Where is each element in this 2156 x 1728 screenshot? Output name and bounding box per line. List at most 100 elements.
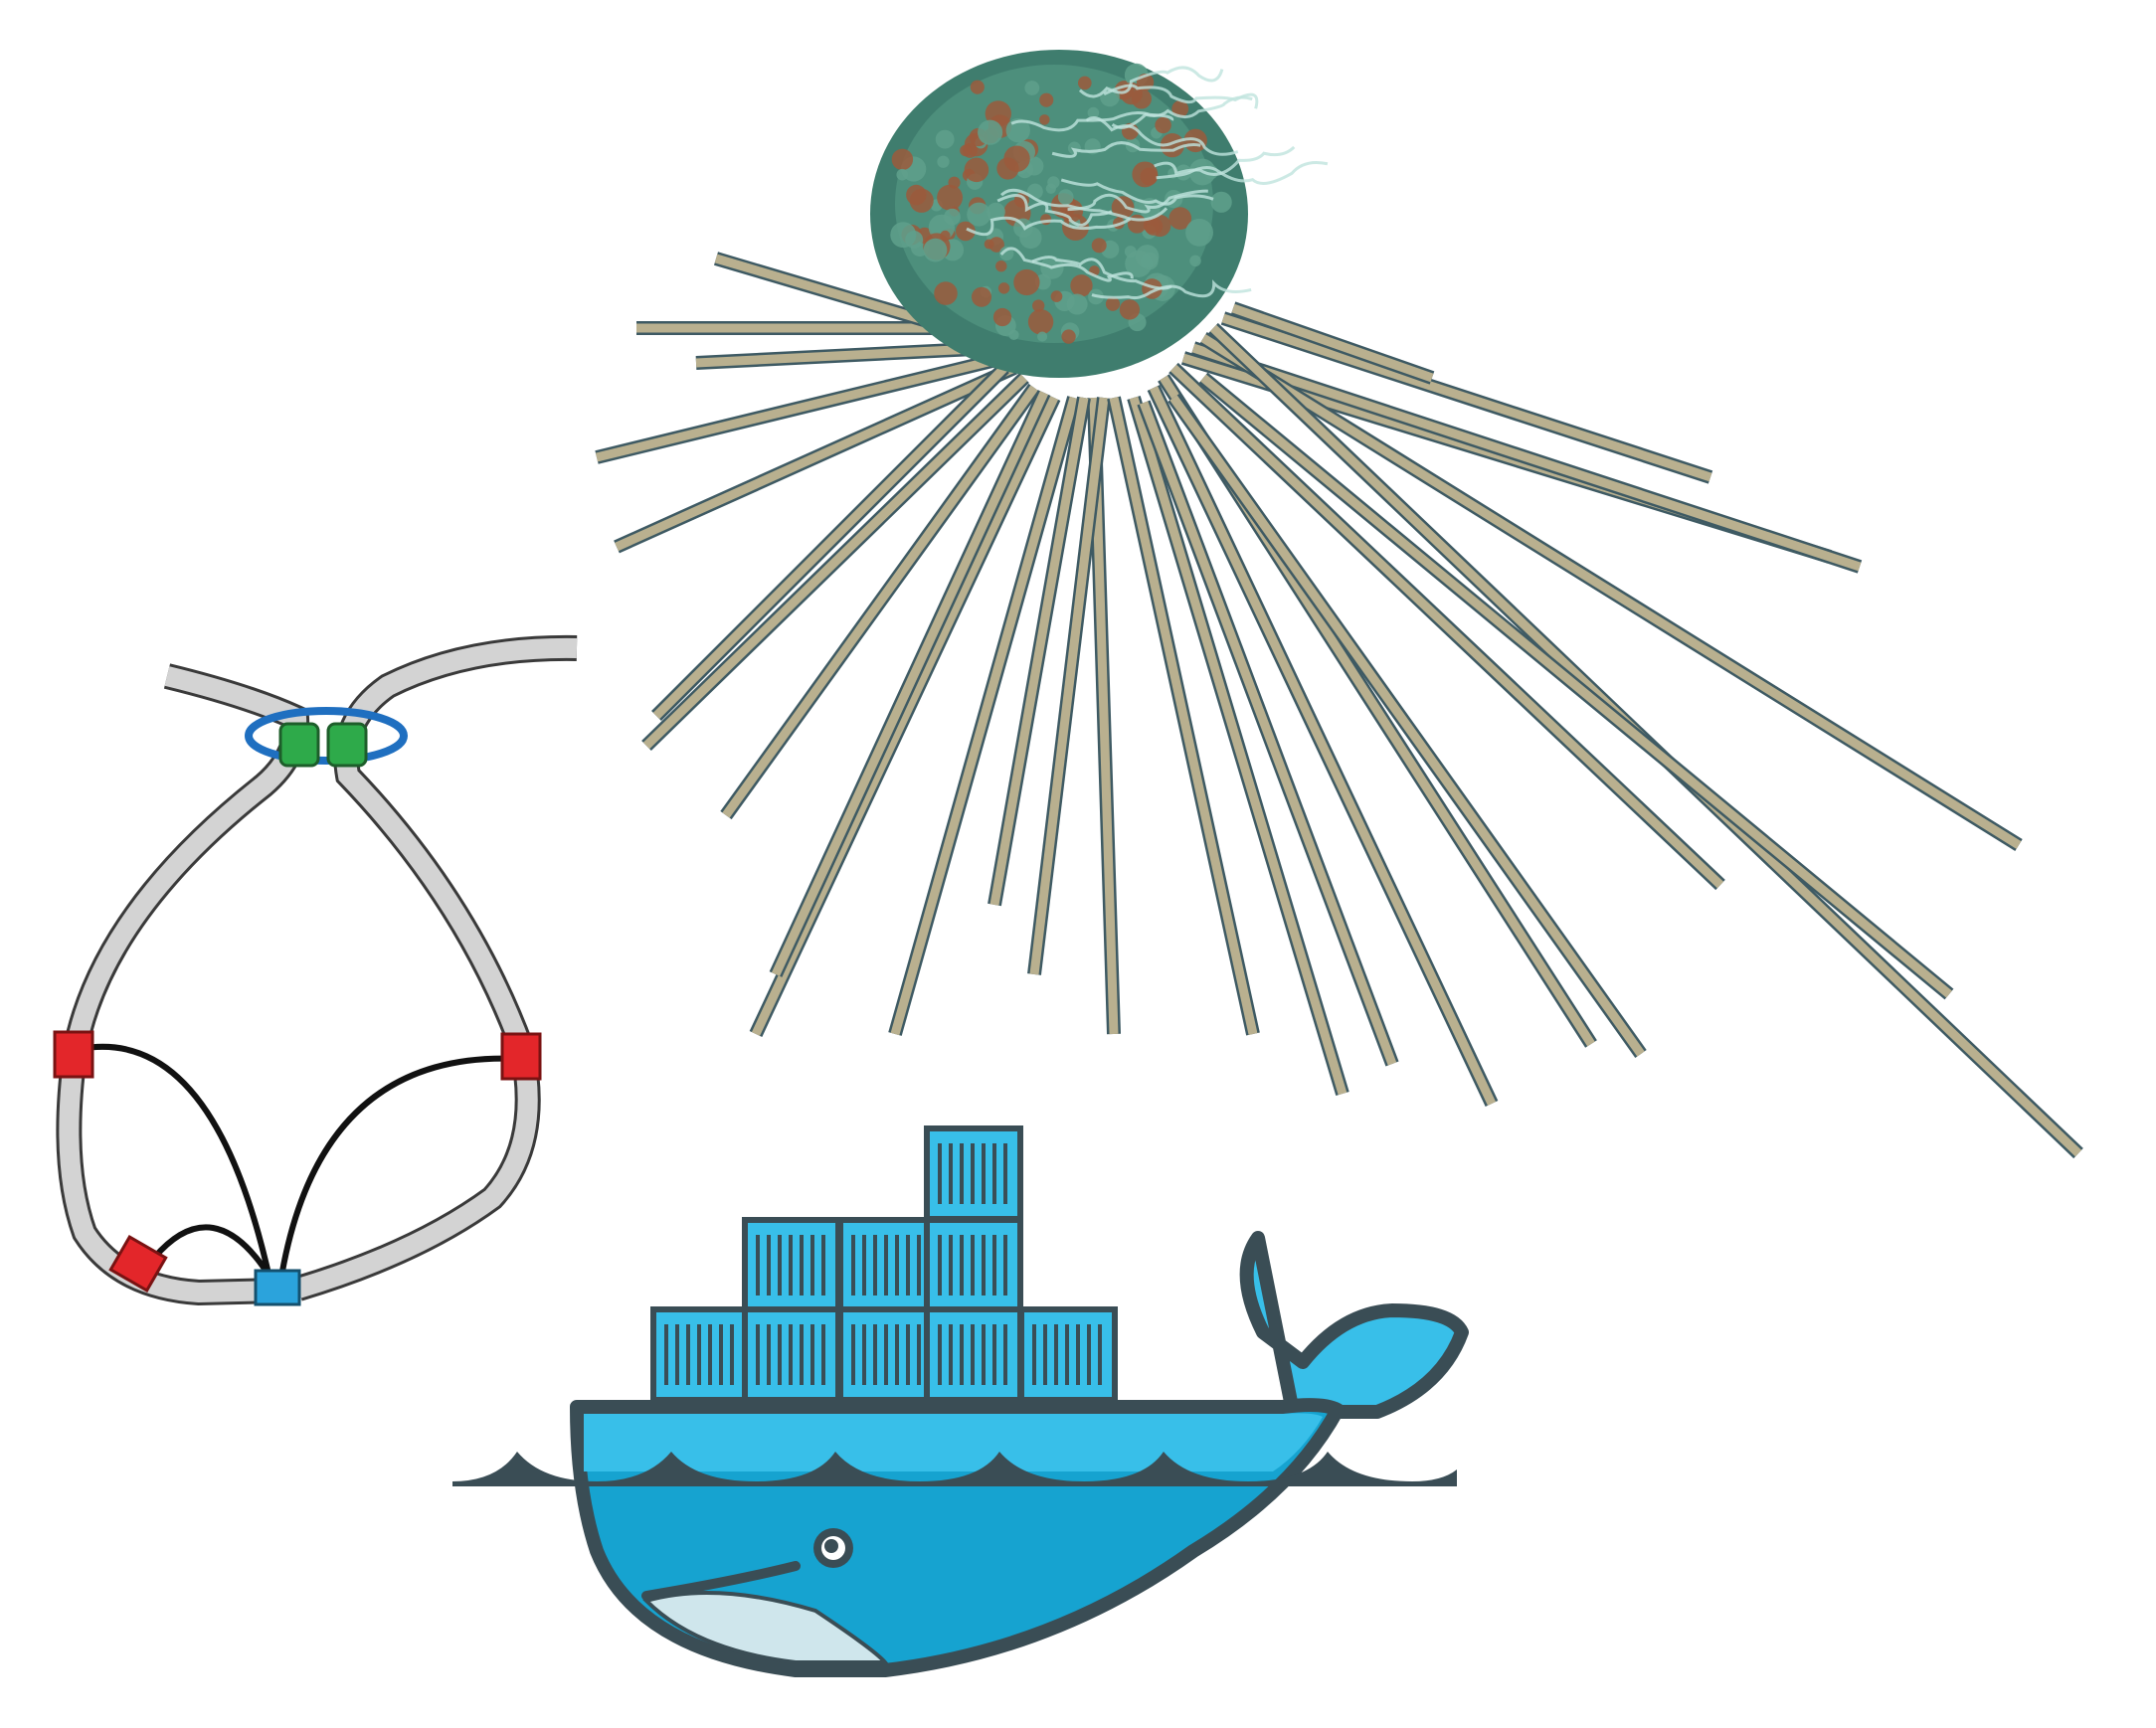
cell-strand (966, 216, 1132, 237)
whale-tail (1239, 1231, 1469, 1419)
cell-knob (1019, 226, 1042, 250)
node-blue (254, 1269, 301, 1306)
cell-strand (1060, 178, 1214, 206)
cell-knob (1091, 238, 1107, 254)
cell-knob (1171, 100, 1189, 117)
cell-knob (1013, 268, 1040, 296)
arc-left (79, 1043, 273, 1284)
strand-right (295, 637, 578, 1298)
cell-knob (923, 238, 948, 262)
cell-knob (1155, 116, 1171, 134)
cell-knob (1087, 106, 1100, 119)
cell-knob (1077, 76, 1092, 90)
cell-knob (1066, 293, 1088, 315)
cell-knob (944, 208, 961, 226)
filament-highlight (1221, 313, 1712, 482)
cell-knob (1168, 207, 1192, 230)
cell-strand (1154, 145, 1296, 176)
cell-knob (1135, 245, 1160, 268)
cell-knob (1105, 296, 1121, 311)
cell-surface-strands (966, 66, 1329, 300)
cell-knob (1185, 218, 1213, 247)
cell-knob (1037, 331, 1048, 342)
cell-knob (1032, 299, 1045, 312)
cell-knob (992, 307, 1012, 327)
filament-highlight (595, 353, 1006, 462)
cell-knob (960, 144, 972, 157)
cell-strand (1103, 84, 1259, 109)
cell-knob (891, 148, 914, 171)
filament-highlight (890, 396, 1079, 1036)
filament-highlight (695, 343, 995, 368)
cell-knob (956, 221, 976, 242)
cell-knob (1189, 255, 1201, 267)
container-stack (650, 1125, 1118, 1403)
cell-knob (1132, 161, 1159, 188)
cell-knob (971, 286, 992, 307)
arc-small (151, 1224, 273, 1280)
cell-knob (1027, 309, 1054, 335)
arc-right (277, 1055, 520, 1284)
cell-strand (1031, 256, 1172, 290)
cell-knob (967, 202, 991, 227)
filament-highlight (642, 374, 1028, 750)
node-red-left (53, 1030, 94, 1079)
cell-strand (1067, 189, 1208, 214)
cell-knob (1057, 189, 1074, 205)
cell-strand (999, 247, 1134, 282)
filament-highlight (1129, 396, 1348, 1096)
cell-knob (1003, 145, 1030, 172)
cell-knob (905, 231, 924, 249)
cell-knob (964, 157, 989, 183)
cell-strand (996, 193, 1113, 227)
cell-knob (988, 237, 1004, 253)
cell-strand (1085, 116, 1239, 156)
filament-highlight (1200, 334, 2022, 849)
node-red-bottom (108, 1234, 168, 1294)
cell-knob (1143, 217, 1161, 234)
cell-knob (906, 184, 927, 206)
cell-knob (896, 168, 909, 181)
filament-highlight (1029, 397, 1109, 975)
cell-knob (1050, 290, 1063, 302)
cell-filaments (595, 252, 2083, 1159)
cell-knob (937, 184, 964, 211)
filament-highlight (771, 391, 1049, 976)
cell-strand (1156, 160, 1329, 185)
chromatin-loop-diagram (53, 634, 578, 1306)
cell-strand (1051, 141, 1201, 158)
node-green-left (278, 722, 320, 768)
whale-upper-band (584, 1413, 1323, 1471)
docker-whale-logo (452, 1125, 1469, 1677)
filament-highlight (1231, 303, 1434, 383)
cell-knob (978, 119, 1003, 145)
filament-highlight (1139, 401, 1397, 1066)
node-green-right (326, 722, 368, 768)
cell-knob (1047, 176, 1060, 189)
cell-knob (1119, 299, 1141, 320)
cell-knob (1061, 329, 1076, 344)
cell-knob (1070, 274, 1093, 297)
filament-highlight (1200, 374, 1952, 998)
cell-knob (970, 80, 985, 94)
cell-knob (1039, 114, 1050, 125)
whale-mouth (641, 1561, 801, 1601)
filament-highlight (1109, 397, 1258, 1035)
cell-knob (987, 202, 1005, 222)
cell-knob (997, 282, 1010, 294)
cell-knob (1210, 191, 1232, 213)
cancer-cell-icon (595, 50, 2083, 1159)
cell-knob (1024, 81, 1040, 95)
filament-highlight (989, 397, 1089, 906)
cell-strand (1111, 95, 1253, 129)
filament-highlight (652, 364, 1008, 720)
cell-knob (934, 281, 958, 305)
filament-highlight (722, 385, 1038, 818)
cohesin-ring (245, 707, 408, 765)
filament-highlight (1169, 395, 1645, 1057)
filament-highlight (1191, 343, 1862, 572)
strand-left (59, 666, 307, 1303)
cell-knob (1039, 92, 1054, 107)
